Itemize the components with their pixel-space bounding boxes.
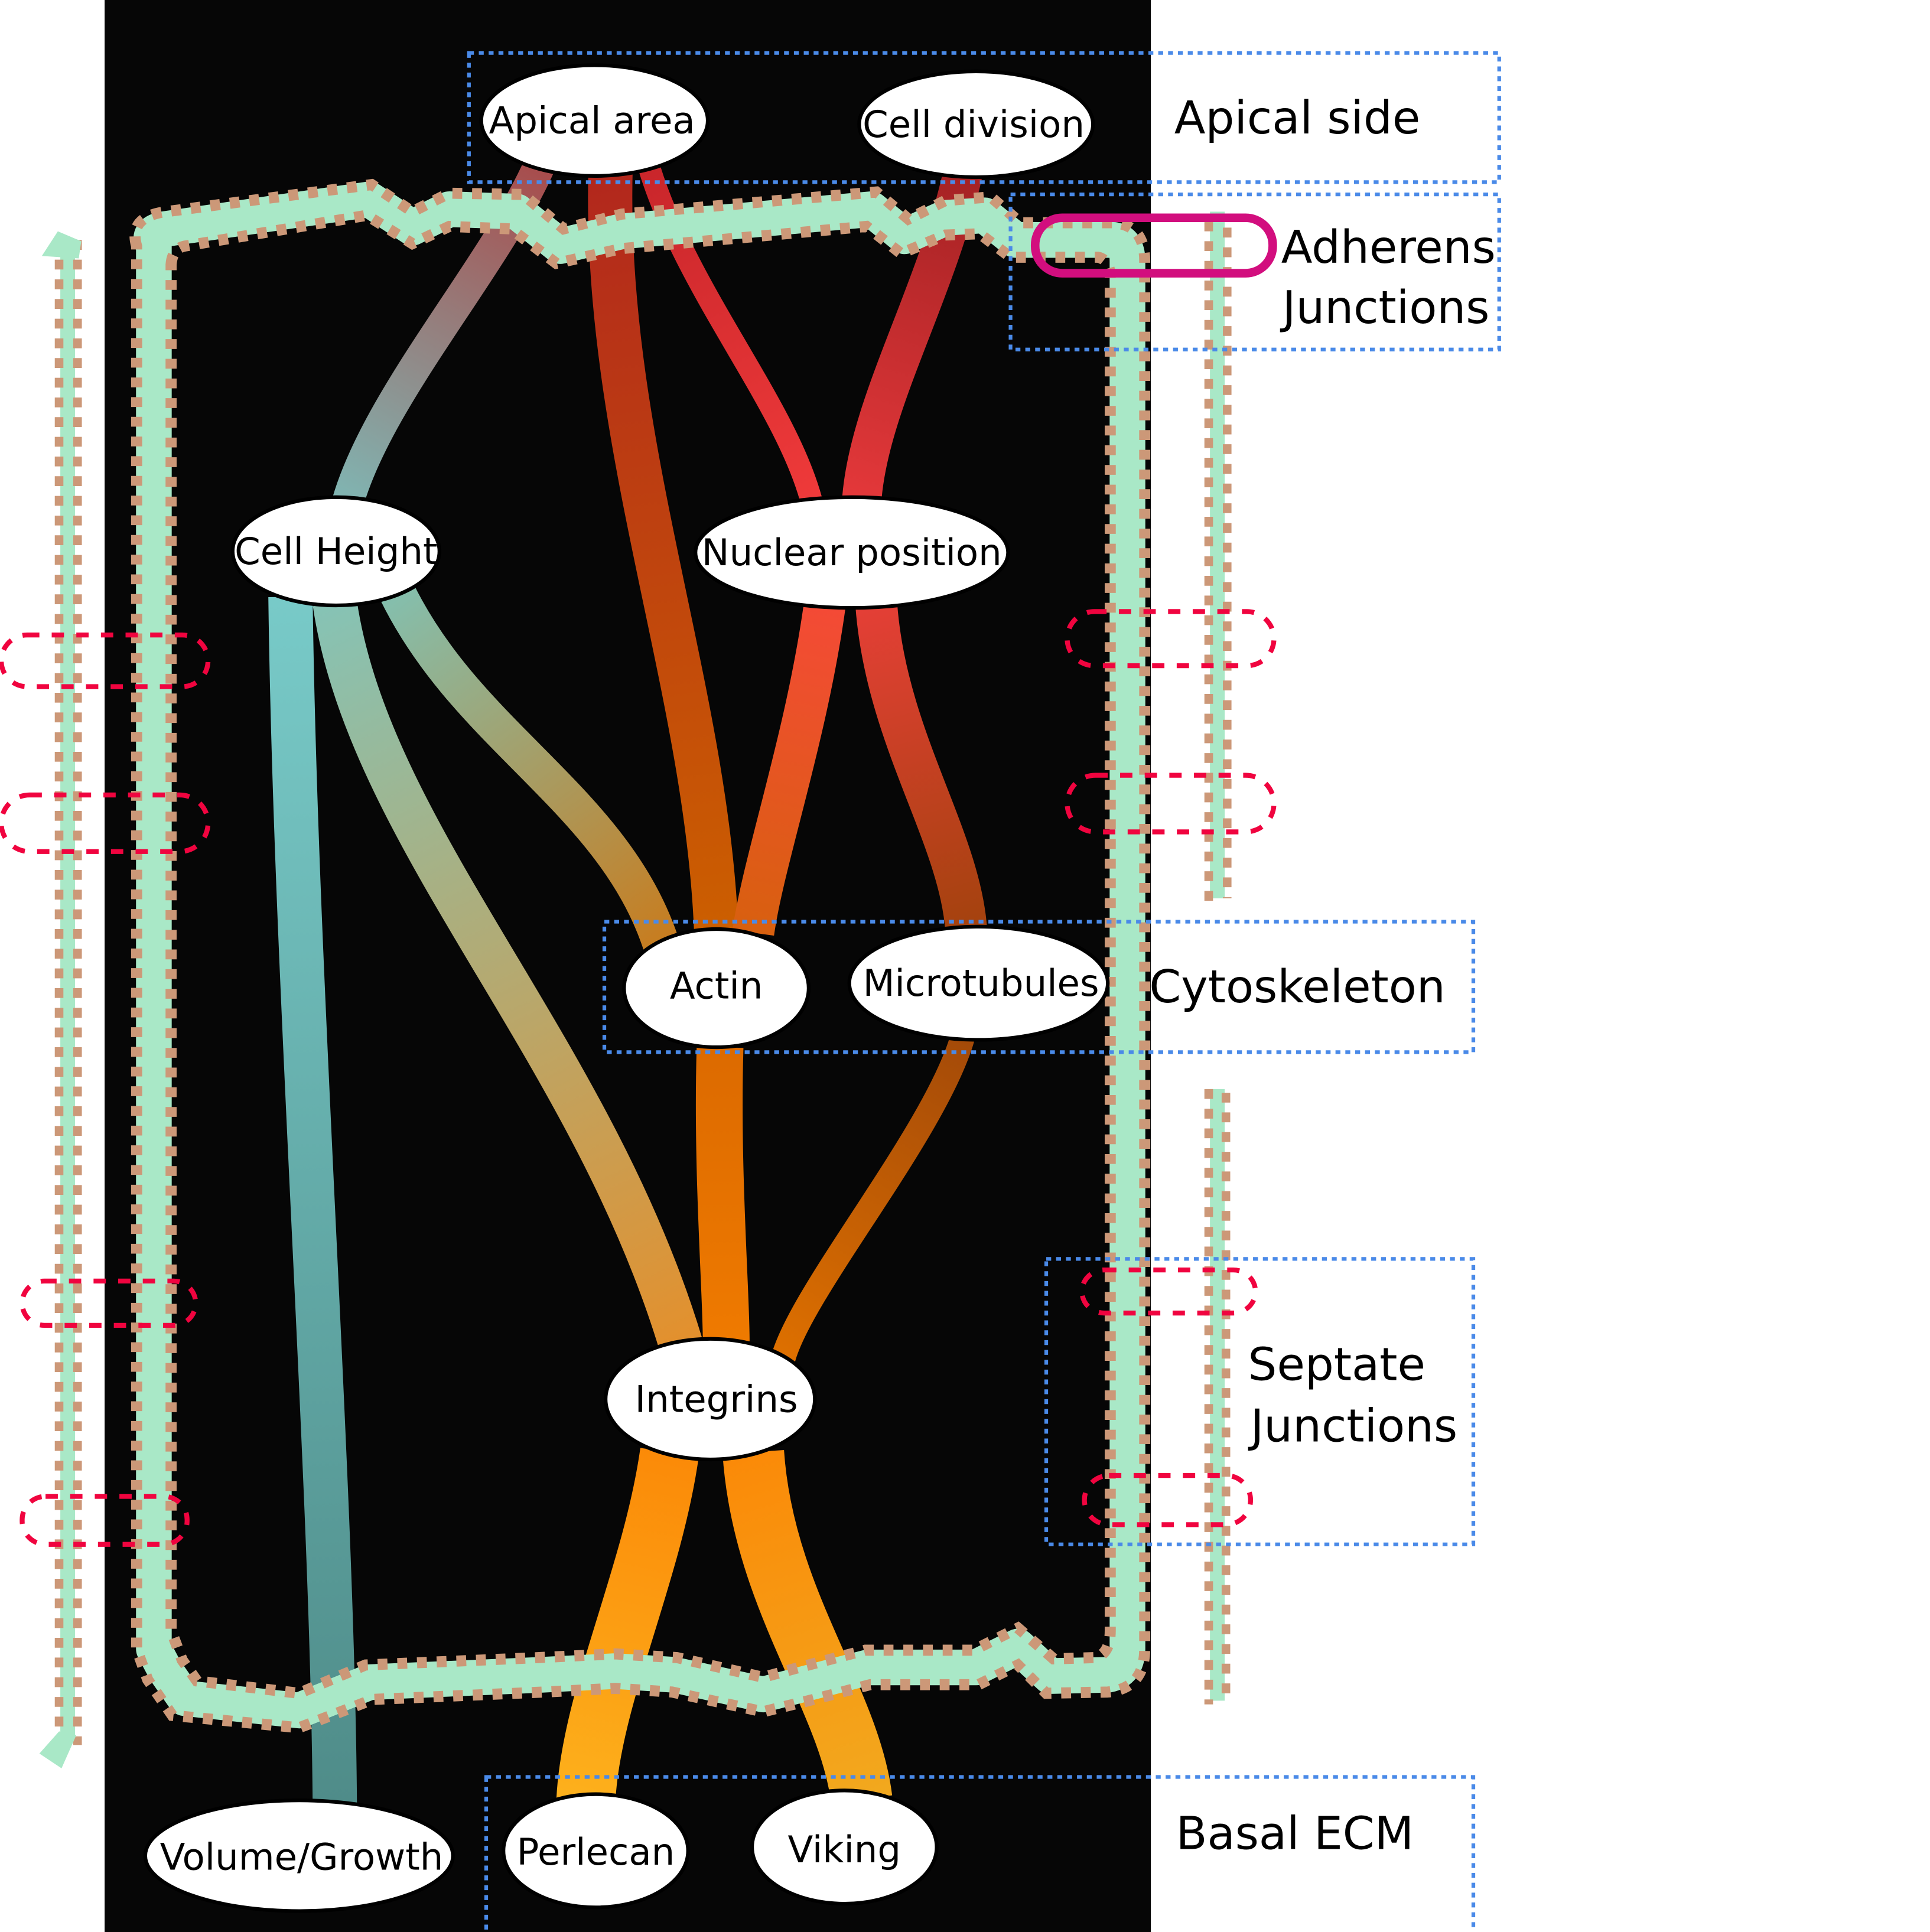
node-label: Integrins	[635, 1377, 798, 1421]
node-shape	[694, 495, 1010, 610]
node-perlecan[interactable]: Perlecan	[502, 1792, 690, 1910]
node-cell-division[interactable]: Cell division	[857, 69, 1095, 180]
region-label-adherens-line2: Junctions	[1280, 281, 1490, 334]
node-volume-growth[interactable]: Volume/Growth	[143, 1798, 455, 1913]
region-box-basal-ecm	[484, 1775, 1476, 1932]
node-viking[interactable]: Viking	[750, 1788, 939, 1906]
node-label: Apical area	[489, 99, 695, 142]
edge-microtubules-to-integrins	[770, 1034, 975, 1363]
node-label: Viking	[788, 1828, 901, 1871]
node-cell-height[interactable]: Cell Height	[230, 495, 441, 608]
septate-junction-loops	[0, 609, 1277, 1547]
membrane-outer-dots	[129, 178, 1151, 1734]
node-integrins[interactable]: Integrins	[603, 1337, 817, 1462]
region-box-septate-junctions	[1044, 1257, 1476, 1546]
right-neighbor-membrane-lower	[1204, 1089, 1231, 1705]
edge-nuclear-position-to-microtubules	[855, 604, 987, 932]
region-labels: Apical side Adherens Junctions Cytoskele…	[1149, 92, 1495, 1860]
node-label: Actin	[670, 964, 763, 1007]
node-shape	[622, 927, 811, 1050]
node-shape	[502, 1792, 690, 1910]
node-actin[interactable]: Actin	[622, 927, 811, 1050]
node-shape	[143, 1798, 455, 1913]
septate-loop	[19, 1494, 190, 1547]
node-shape	[857, 69, 1095, 180]
left-membrane-arrow-bottom	[39, 1731, 77, 1768]
edge-cell-height-to-actin	[379, 582, 680, 953]
nodes-layer: Apical area Cell division Cell Height Nu…	[143, 63, 1110, 1913]
septate-loop	[1065, 773, 1277, 835]
node-shape	[479, 63, 710, 178]
adherens-junction-loop	[1030, 213, 1277, 278]
region-label-adherens-line1: Adherens	[1281, 221, 1496, 274]
septate-loop	[0, 792, 211, 854]
node-label: Cell Height	[235, 530, 437, 573]
right-neighbor-membrane-upper	[1204, 211, 1232, 905]
region-box-adherens-junctions	[1008, 193, 1501, 351]
edge-actin-to-integrins	[695, 1046, 750, 1342]
edge-apical-area-to-actin	[588, 169, 739, 936]
node-shape	[603, 1337, 817, 1462]
edge-nuclear-position-to-actin	[733, 602, 846, 936]
region-label-septate-line2: Junctions	[1248, 1400, 1458, 1453]
septate-loop	[1065, 609, 1277, 669]
region-label-cytoskeleton: Cytoskeleton	[1149, 960, 1445, 1014]
region-boxes	[467, 51, 1501, 1932]
node-label: Microtubules	[863, 962, 1099, 1005]
edge-integrins-to-perlecan	[556, 1448, 699, 1803]
node-nuclear-position[interactable]: Nuclear position	[694, 495, 1010, 610]
region-label-basal-ecm: Basal ECM	[1176, 1807, 1414, 1860]
edge-cell-height-to-volume-growth	[268, 596, 357, 1804]
node-shape	[230, 495, 441, 608]
region-label-septate-line1: Septate	[1248, 1338, 1425, 1392]
node-label: Volume/Growth	[160, 1835, 444, 1878]
node-shape	[750, 1788, 939, 1906]
left-neighbor-membrane	[39, 231, 82, 1768]
left-membrane-arrow-top	[41, 231, 82, 259]
node-label: Cell division	[863, 103, 1085, 146]
edge-integrins-to-viking	[722, 1449, 893, 1804]
node-microtubules[interactable]: Microtubules	[847, 924, 1110, 1042]
region-box-cytoskeleton	[602, 920, 1476, 1054]
region-box-apical-side	[467, 51, 1501, 184]
node-apical-area[interactable]: Apical area	[479, 63, 710, 178]
membrane-band	[134, 181, 1145, 1729]
region-label-apical-side: Apical side	[1174, 92, 1421, 145]
edge-cell-height-to-integrins	[313, 600, 702, 1350]
node-shape	[847, 924, 1110, 1042]
septate-loop	[1082, 1472, 1254, 1527]
node-label: Perlecan	[517, 1830, 675, 1874]
node-label: Nuclear position	[702, 531, 1002, 574]
septate-loop	[0, 632, 211, 689]
